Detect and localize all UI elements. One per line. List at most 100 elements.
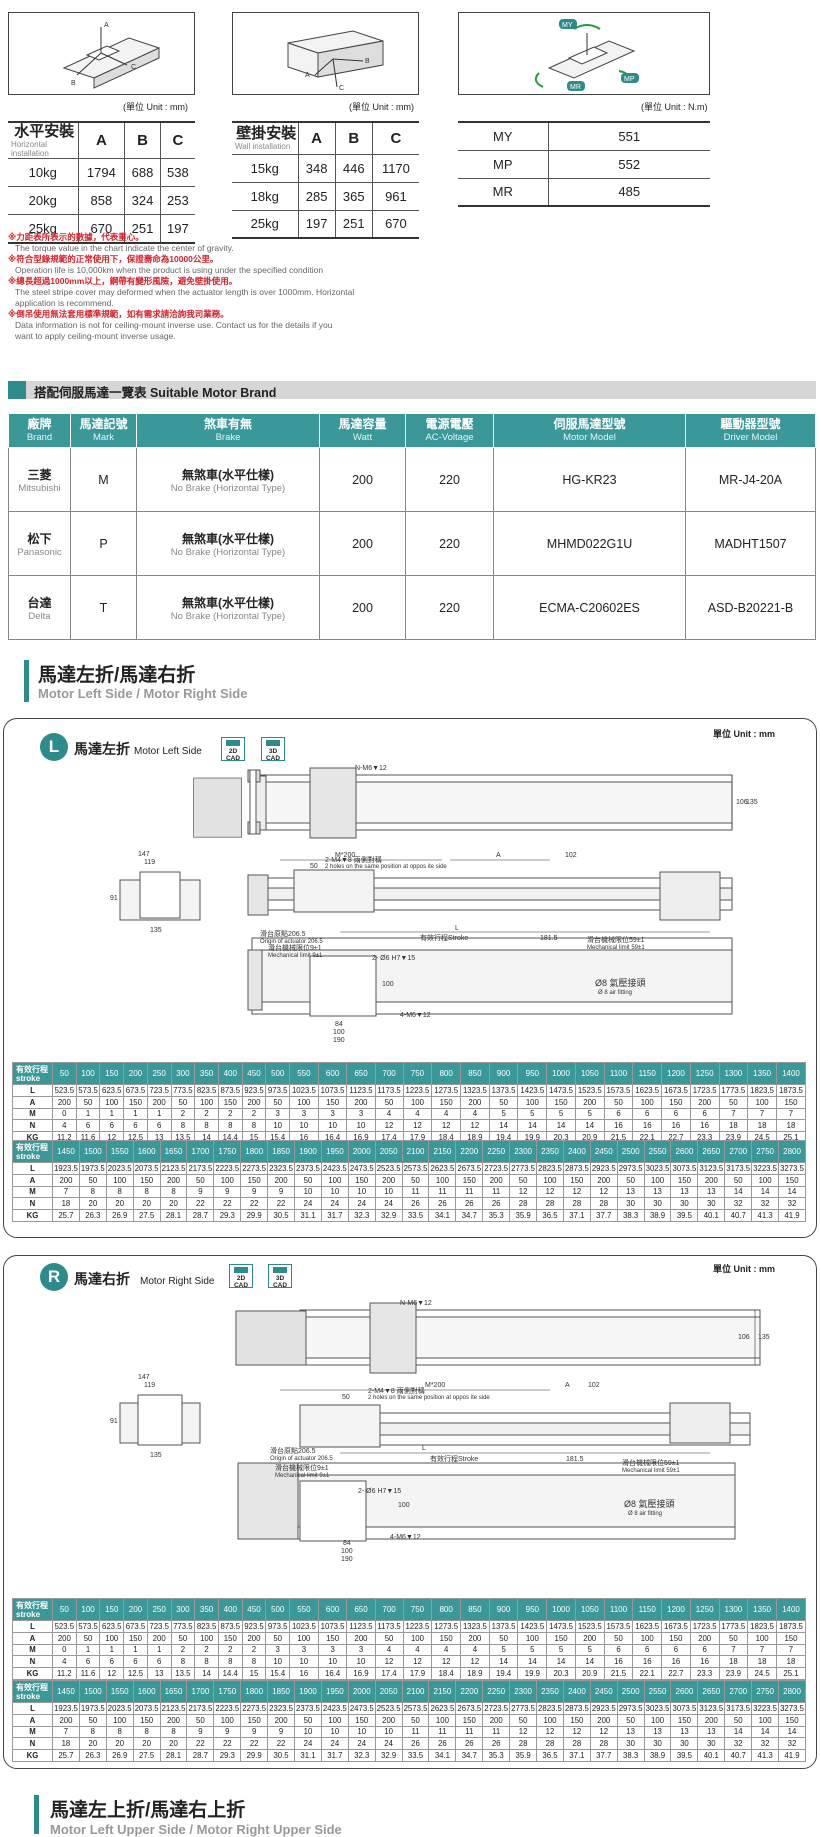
section-marker	[8, 381, 26, 399]
cad-2d-button[interactable]: 2D CAD	[229, 1264, 253, 1289]
spec-cell: 16.4	[317, 1667, 348, 1680]
spec-cell: 6	[75, 1119, 101, 1133]
spec-cell: 200	[697, 1173, 726, 1187]
note-zh: ※總長超過1000mm以上，鋼帶有變形風險，避免壁掛使用。	[8, 276, 238, 286]
spec-cell: 14	[517, 1655, 548, 1669]
row-label: A	[12, 1095, 53, 1109]
row-label: M	[12, 1107, 53, 1121]
spec-cell: 37.1	[562, 1749, 591, 1762]
spec-cell: 4	[374, 1643, 404, 1657]
spec-cell: 150	[775, 1095, 807, 1109]
cad-3d-button[interactable]: 3D CAD	[268, 1264, 292, 1289]
dim-text: 2- Ø6 H7▼15	[372, 955, 415, 962]
spec-cell: 2	[170, 1643, 196, 1657]
spec-cell: 1	[75, 1107, 101, 1121]
spec-cell: 100	[517, 1095, 548, 1109]
cad-2d-button[interactable]: 2D CAD	[221, 737, 245, 762]
spec-cell: 32.9	[374, 1209, 403, 1222]
spec-cell: 8	[194, 1655, 219, 1669]
spec-cell: 1723.5	[689, 1620, 720, 1633]
spec-cell: 100	[536, 1173, 564, 1187]
spec-cell: 10	[289, 1655, 319, 1669]
spec-cell: 100	[105, 1713, 134, 1727]
spec-cell: 1	[99, 1643, 125, 1657]
spec-cell: 2373.5	[294, 1702, 322, 1715]
spec-cell: 6	[689, 1107, 720, 1121]
horizontal-axis-illustration: A C B	[62, 22, 161, 89]
spec-cell: 35.9	[509, 1209, 538, 1222]
stroke-cell: 1000	[546, 1062, 576, 1085]
spec-cell: 2373.5	[294, 1162, 322, 1175]
spec-cell: 32	[724, 1197, 753, 1211]
spec-cell: 5	[546, 1107, 576, 1121]
spec-cell: 150	[775, 1631, 807, 1645]
stroke-cell: 1500	[78, 1680, 107, 1703]
stroke-cell: 2250	[482, 1680, 511, 1703]
dim-text: 4-M6▼12	[400, 1012, 431, 1019]
spec-cell: 823.5	[194, 1620, 219, 1633]
spec-cell: 12	[509, 1725, 538, 1739]
cad-3d-button[interactable]: 3D CAD	[261, 737, 285, 762]
spec-cell: 18	[747, 1655, 777, 1669]
spec-cell: 200	[52, 1631, 77, 1645]
spec-cell: 2473.5	[347, 1702, 376, 1715]
spec-cell: 100	[751, 1173, 780, 1187]
dim-text: 91	[110, 895, 118, 902]
heading-marker	[34, 1795, 39, 1834]
spec-cell: 200	[159, 1713, 188, 1727]
spec-cell: 2723.5	[482, 1162, 511, 1175]
spec-cell: 2923.5	[589, 1162, 618, 1175]
spec-cell: 30	[697, 1737, 726, 1751]
dim-text: 2 holes on the same position at oppos it…	[368, 1395, 490, 1401]
spec-cell: 1573.5	[603, 1620, 634, 1633]
spec-cell: 31.7	[320, 1209, 349, 1222]
stroke-cell: 2650	[697, 1680, 726, 1703]
spec-cell: 673.5	[123, 1620, 148, 1633]
dim-text: 100	[341, 1548, 353, 1555]
spec-cell: 19.4	[488, 1667, 519, 1680]
dim-text: 100	[382, 981, 394, 988]
stroke-cell: 2200	[455, 1680, 484, 1703]
spec-cell: 100	[747, 1095, 777, 1109]
notes: ※力距表所表示的數據，代表重心。 The torque value in the…	[8, 232, 368, 342]
spec-cell: 26.3	[78, 1749, 107, 1762]
spec-cell: 24	[347, 1197, 376, 1211]
spec-cell: 150	[240, 1173, 269, 1187]
spec-cell: 1673.5	[661, 1084, 691, 1097]
spec-cell: 1723.5	[689, 1084, 720, 1097]
spec-cell: 4	[374, 1107, 404, 1121]
spec-cell: 20	[159, 1737, 188, 1751]
spec-cell: 773.5	[170, 1620, 196, 1633]
spec-cell: 3	[317, 1107, 348, 1121]
spec-cell: 1173.5	[374, 1084, 404, 1097]
spec-cell: 1123.5	[346, 1084, 376, 1097]
spec-cell: 1173.5	[374, 1620, 404, 1633]
dim-text: L	[422, 1445, 426, 1452]
spec-cell: 16	[632, 1119, 663, 1133]
stroke-cell: 1150	[632, 1598, 663, 1621]
spec-cell: 30	[616, 1197, 645, 1211]
spec-cell: 2623.5	[428, 1702, 457, 1715]
spec-cell: 12	[431, 1655, 462, 1669]
spec-cell: 200	[589, 1173, 618, 1187]
label-c: C	[131, 64, 136, 71]
spec-cell: 30	[643, 1197, 672, 1211]
spec-cell: 3073.5	[670, 1162, 699, 1175]
spec-cell: 1	[146, 1107, 172, 1121]
spec-cell: 1973.5	[78, 1702, 107, 1715]
spec-cell: 10	[346, 1655, 376, 1669]
spec-cell: 150	[546, 1095, 576, 1109]
spec-cell: 18.4	[431, 1667, 462, 1680]
spec-cell: 29.9	[240, 1749, 269, 1762]
dim-text: 100	[398, 1502, 410, 1509]
spec-cell: 18	[52, 1737, 80, 1751]
spec-cell: 150	[455, 1173, 484, 1187]
